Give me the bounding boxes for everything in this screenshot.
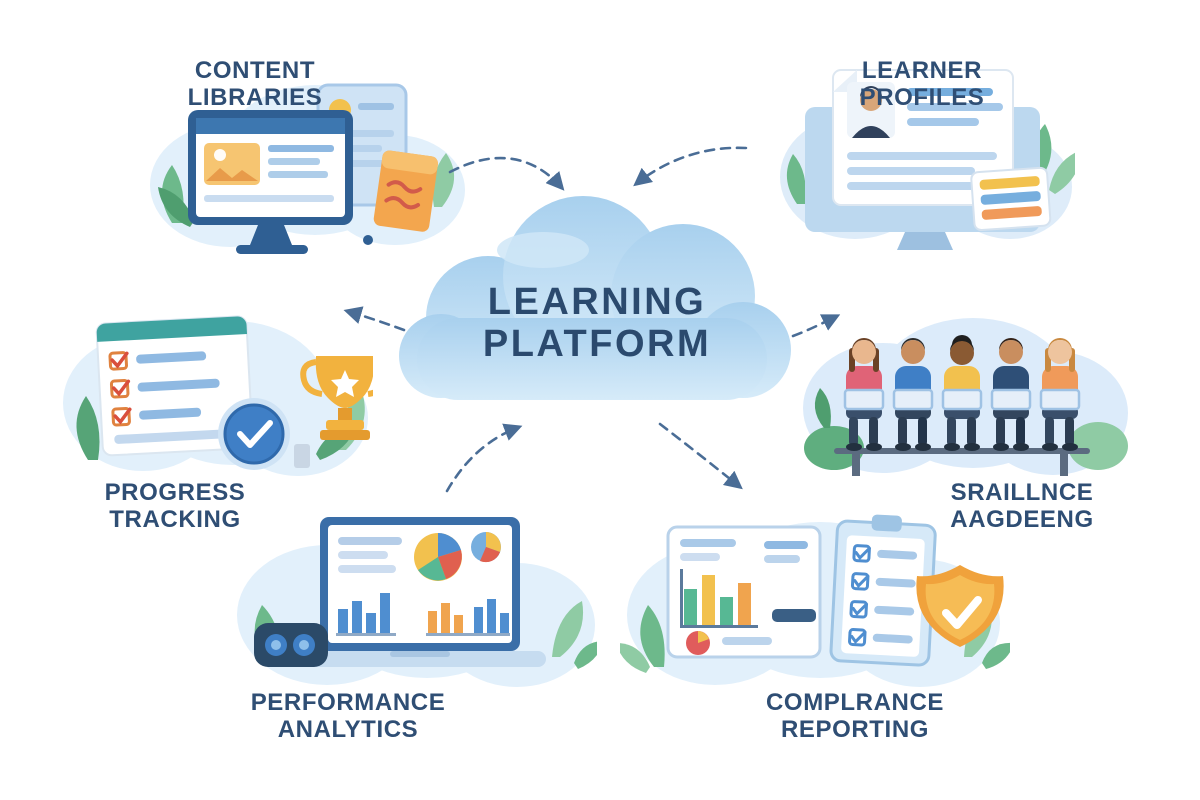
- node-label-social-learning: SRAILLNCE AAGDEENG: [950, 479, 1094, 534]
- central-cloud: [393, 188, 803, 438]
- trophy-icon: [300, 356, 373, 440]
- label-line: PERFORMANCE: [250, 689, 446, 716]
- person-icon: [843, 338, 885, 451]
- checklist-document-icon: [95, 315, 254, 457]
- center-title-line2: PLATFORM: [482, 322, 712, 365]
- node-content-libraries: [140, 55, 470, 270]
- bar-chart-icon: [474, 599, 509, 633]
- clipboard-checklist-icon: [829, 514, 937, 667]
- vr-headset-icon: [254, 623, 328, 667]
- label-line: TRACKING: [109, 505, 241, 533]
- learner-group-illustration: [803, 318, 1128, 476]
- person-icon: [990, 338, 1032, 451]
- label-line: COMPLRANCE: [766, 689, 944, 716]
- shield-check-icon: [916, 565, 1004, 647]
- pie-chart-icon: [686, 631, 710, 655]
- label-line: REPORTING: [780, 715, 930, 743]
- check-badge-icon: [218, 398, 290, 470]
- node-progress-tracking: [58, 298, 373, 488]
- node-label-performance-analytics: PERFORMANCE ANALYTICS: [250, 689, 446, 744]
- label-line: SRAILLNCE: [950, 479, 1094, 506]
- person-icon: [892, 338, 934, 451]
- sticky-notes-icon: [970, 166, 1052, 232]
- label-line: PROFILES: [859, 83, 985, 111]
- node-learner-profiles: [775, 52, 1075, 267]
- bar-chart-icon: [428, 603, 463, 633]
- laptop-icon: [296, 517, 546, 667]
- content-libraries-illustration: [150, 83, 465, 254]
- person-icon: [941, 335, 983, 451]
- performance-analytics-illustration: [237, 517, 597, 687]
- center-title-line1: LEARNING: [487, 281, 707, 323]
- monitor-icon: [188, 110, 353, 254]
- label-line: AAGDEENG: [950, 505, 1094, 533]
- arrow-profiles-to-platform: [633, 146, 748, 187]
- node-social-learning: [798, 298, 1133, 488]
- label-line: CONTENT: [194, 57, 316, 84]
- node-label-content-libraries: CONTENT LIBRARIES: [187, 57, 323, 112]
- report-document-icon: [666, 525, 822, 659]
- progress-tracking-illustration: [63, 315, 373, 476]
- learner-profiles-illustration: [780, 69, 1075, 250]
- label-line: PROGRESS: [104, 479, 246, 506]
- label-line: ANALYTICS: [277, 715, 419, 743]
- node-performance-analytics: [232, 505, 597, 695]
- node-label-progress-tracking: PROGRESS TRACKING: [104, 479, 246, 534]
- pie-chart-icon: [414, 532, 462, 581]
- page-title: LEARNING PLATFORM: [482, 281, 712, 366]
- profile-card-icon: [832, 69, 1014, 206]
- node-label-learner-profiles: LEARNER PROFILES: [859, 57, 985, 112]
- person-icon: [1039, 338, 1081, 451]
- pie-chart-icon: [471, 532, 501, 563]
- cloud-icon: [399, 196, 791, 400]
- label-line: LEARNER: [861, 57, 983, 84]
- node-label-compliance-reporting: COMPLRANCE REPORTING: [766, 689, 944, 744]
- compliance-reporting-illustration: [620, 514, 1010, 687]
- label-line: LIBRARIES: [187, 83, 323, 111]
- bar-chart-icon: [338, 593, 390, 633]
- book-icon: [373, 150, 438, 232]
- node-compliance-reporting: [620, 505, 1010, 695]
